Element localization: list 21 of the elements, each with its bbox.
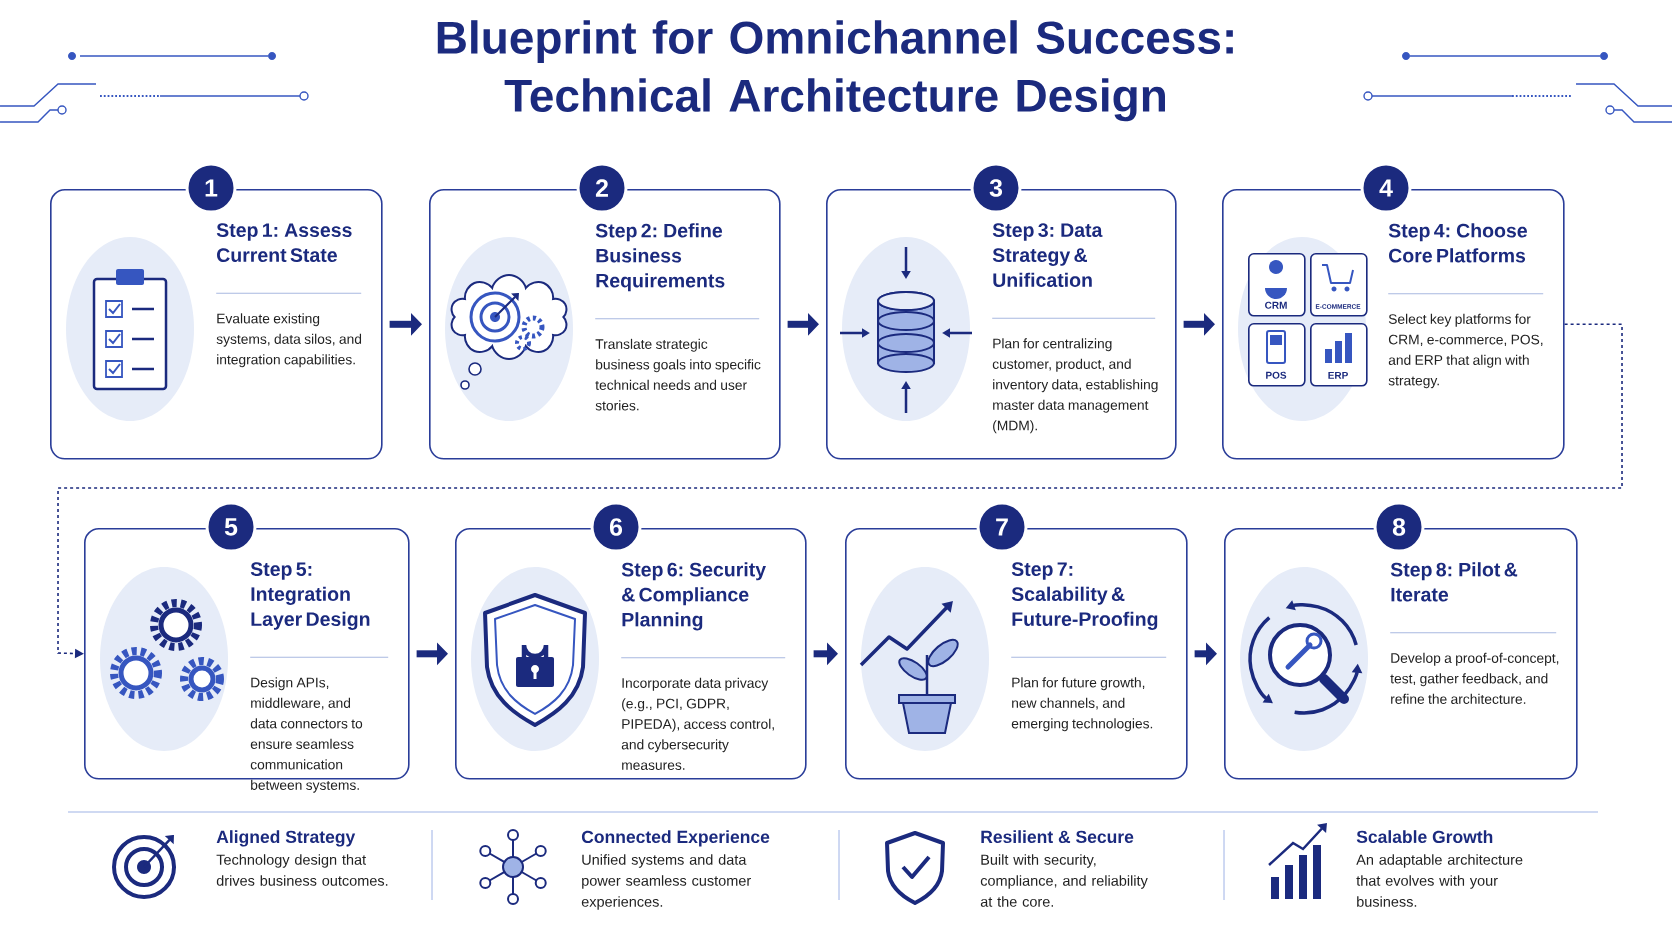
platform-tile: CRM [1248,253,1306,317]
feature-heading: Aligned Strategy [216,830,356,847]
platform-tile: ERP [1310,323,1368,387]
feature-heading: Resilient & Secure [981,830,1134,844]
step-number-badge: 5 [205,501,257,553]
step-number-badge: 2 [576,162,628,214]
feature-heading: Connected Experience [581,830,770,847]
step-number-badge: 3 [970,162,1022,214]
feature-description: An adaptable architecture that evolves with your business. [1356,854,1523,907]
step-number-badge: 1 [185,162,237,214]
step-number-badge: 7 [976,501,1028,553]
feature-description: Technology design that drives business outcomes. [216,854,388,886]
node-label: between systems. [251,779,359,793]
step-number-badge: 4 [1360,162,1412,214]
step-number-badge: 8 [1373,501,1425,553]
platform-tile: POS [1248,323,1306,387]
title: Blueprint for Omnichannel Success: Technical Architecture Design [437,20,1233,122]
feature-heading: Scalable Growth [1356,830,1493,844]
step-number-badge: 6 [590,501,642,553]
feature-description: Built with security, compliance, and reliability at the core. [980,854,1148,907]
feature-description: Unified systems and data power seamless customer experiences. [581,854,751,910]
